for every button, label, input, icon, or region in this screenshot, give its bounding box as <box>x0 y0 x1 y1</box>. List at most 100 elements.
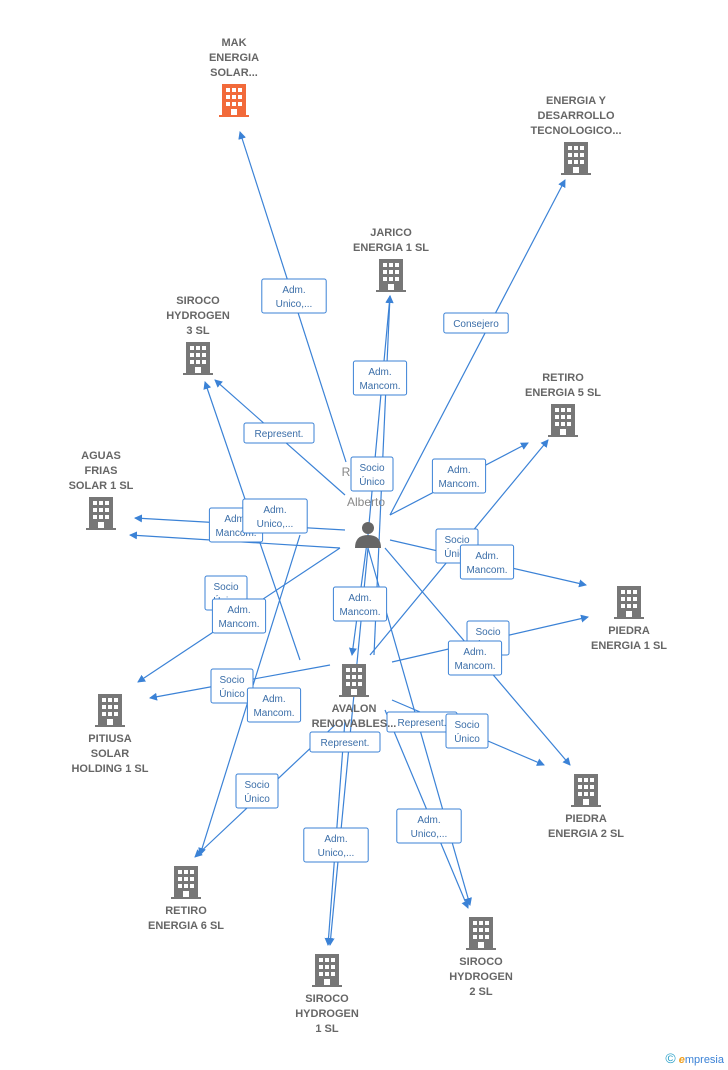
relation-label-text: Mancom. <box>359 381 400 392</box>
brand-mark: e <box>678 1054 685 1066</box>
relation-label-text: Unico,... <box>411 829 448 840</box>
relation-label-text: Represent. <box>255 429 304 440</box>
relation-label[interactable]: Adm. Unico,... <box>396 808 462 844</box>
relation-label-text: Mancom. <box>253 708 294 719</box>
relation-label-text: Único <box>454 732 480 745</box>
building-icon <box>219 84 249 117</box>
company-label-line: PITIUSA <box>88 733 131 745</box>
company-label-line: MAK <box>221 37 246 49</box>
relation-label-text: Adm. <box>417 815 440 826</box>
company-label-line: HYDROGEN <box>166 310 230 322</box>
company-label-line: SOLAR... <box>210 67 258 79</box>
company-label-line: DESARROLLO <box>538 110 615 122</box>
building-icon <box>86 497 116 530</box>
company-node-retiro5[interactable]: RETIRO ENERGIA 5 SL <box>525 372 601 437</box>
company-label-line: SIROCO <box>459 956 503 968</box>
company-label-line: ENERGIA 6 SL <box>148 920 224 932</box>
relation-label-text: Mancom. <box>438 479 479 490</box>
relation-label-text: Mancom. <box>339 607 380 618</box>
company-node-edt[interactable]: ENERGIA Y DESARROLLO TECNOLOGICO... <box>530 95 622 175</box>
relation-label-text: Adm. <box>368 367 391 378</box>
company-label-line: JARICO <box>370 227 412 239</box>
brand-footer[interactable]: © empresia <box>665 1050 724 1066</box>
relation-label[interactable]: Adm. Mancom. <box>447 640 503 676</box>
relation-label-text: Socio <box>219 675 244 686</box>
company-label-line: ENERGIA 2 SL <box>548 828 624 840</box>
relation-label-text: Unico,... <box>257 519 294 530</box>
company-label-line: SIROCO <box>305 993 349 1005</box>
relation-label-text: Adm. <box>227 605 250 616</box>
relation-label-text: Adm. <box>463 647 486 658</box>
company-label-line: ENERGIA Y <box>546 95 607 107</box>
company-node-retiro6[interactable]: RETIRO ENERGIA 6 SL <box>148 866 224 932</box>
relation-label-text: Unico,... <box>318 848 355 859</box>
company-label-line: ENERGIA 1 SL <box>591 640 667 652</box>
building-icon <box>614 586 644 619</box>
relation-label-text: Adm. <box>348 593 371 604</box>
relation-label-box <box>235 773 279 809</box>
company-node-mak[interactable]: MAKENERGIASOLAR... <box>209 37 259 117</box>
relation-label-text: Adm. <box>263 505 286 516</box>
company-label-line: RETIRO <box>542 372 584 384</box>
relation-label-text: Unico,... <box>276 299 313 310</box>
relation-label-text: Socio <box>475 627 500 638</box>
company-node-pitiusa[interactable]: PITIUSA SOLAR HOLDING 1 SL <box>71 694 149 775</box>
copyright-icon: © <box>665 1050 676 1066</box>
relation-label-text: Adm. <box>224 514 247 525</box>
relation-label[interactable]: Adm. Unico,... <box>242 498 308 534</box>
company-label-line: ENERGIA 5 SL <box>525 387 601 399</box>
relation-edge-2 <box>367 295 394 536</box>
relation-label[interactable]: Adm. Mancom. <box>332 586 388 622</box>
building-icon <box>376 259 406 292</box>
person-icon-body <box>355 535 381 548</box>
relation-label-box <box>459 544 515 580</box>
building-icon <box>183 342 213 375</box>
relation-label-box <box>303 827 369 863</box>
company-label-line: RENOVABLES... <box>312 718 397 730</box>
person-icon <box>362 522 374 534</box>
company-label-line: HOLDING 1 SL <box>71 763 148 775</box>
relation-label[interactable]: Adm.Mancom. <box>246 687 302 723</box>
company-label-line: TECNOLOGICO... <box>530 125 621 137</box>
company-label-line: RETIRO <box>165 905 207 917</box>
relation-label[interactable]: Adm.Unico,... <box>261 278 327 314</box>
relation-label-box <box>445 713 489 749</box>
relation-label[interactable]: Represent. <box>309 731 381 753</box>
relation-label-box <box>246 687 302 723</box>
company-label-line: AGUAS <box>81 450 121 462</box>
relation-label-text: Mancom. <box>454 661 495 672</box>
relation-label-box <box>309 731 381 753</box>
relation-edge-1 <box>389 179 566 516</box>
relation-label[interactable]: Adm. Mancom. <box>431 458 487 494</box>
relation-label-text: Adm. <box>324 834 347 845</box>
relation-label[interactable]: Adm.Mancom. <box>459 544 515 580</box>
relation-label[interactable]: Adm. Unico,... <box>303 827 369 863</box>
relation-label[interactable]: Adm. Mancom. <box>352 360 408 396</box>
relation-label-text: Mancom. <box>215 528 256 539</box>
company-label-line: SOLAR 1 SL <box>69 480 134 492</box>
company-label-line: SOLAR <box>91 748 130 760</box>
relation-label[interactable]: Represent. <box>243 422 315 444</box>
building-icon <box>339 664 369 697</box>
company-label-line: SIROCO <box>176 295 220 307</box>
relation-label-text: Adm. <box>447 465 470 476</box>
relation-label[interactable]: Adm. Mancom. <box>211 598 267 634</box>
building-icon <box>571 774 601 807</box>
company-node-avalon[interactable]: AVALONRENOVABLES... <box>312 664 397 730</box>
relation-label[interactable]: Consejero <box>443 312 509 334</box>
relation-label-text: Mancom. <box>218 619 259 630</box>
